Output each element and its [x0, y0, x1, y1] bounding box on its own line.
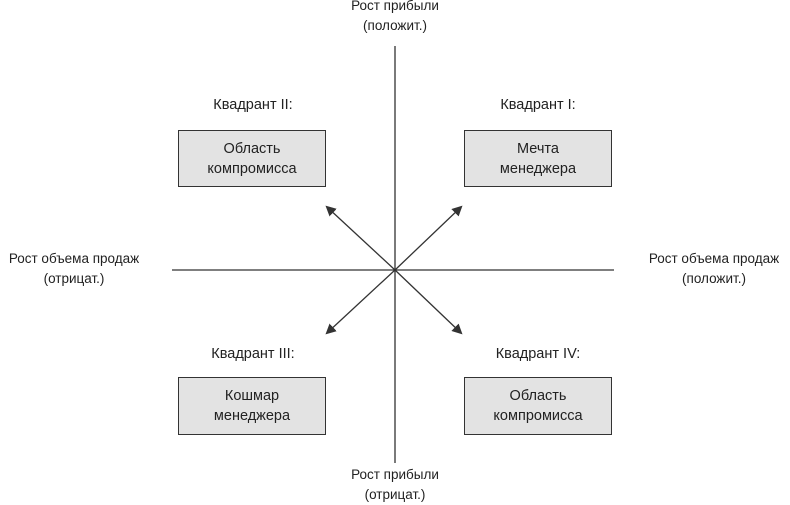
axis-label-left-line1: Рост объема продаж [8, 251, 140, 266]
quadrant-2-line2: компромисса [207, 160, 297, 177]
axis-label-left: Рост объема продаж (отрицат.) [0, 249, 148, 289]
quadrant-3-title: Квадрант III: [211, 346, 295, 362]
quadrant-4-title: Квадрант IV: [495, 346, 581, 362]
quadrant-3-line1: Кошмар [224, 388, 280, 404]
arrow-quadrant-2 [325, 205, 396, 271]
quadrant-1-line1: Мечта [517, 140, 559, 157]
axis-label-right: Рост объема продаж (положит.) [638, 249, 790, 289]
axis-label-right-line2: (положит.) [682, 271, 746, 286]
quadrant-1-line2: менеджера [499, 160, 577, 177]
axis-label-left-line2: (отрицат.) [43, 271, 105, 286]
quadrant-2-line1: Область [223, 140, 281, 157]
arrow-quadrant-4 [394, 269, 463, 335]
axis-label-top-line2: (положит.) [363, 18, 427, 33]
axis-label-right-line1: Рост объема продаж [648, 251, 780, 266]
axis-label-bottom: Рост прибыли (отрицат.) [305, 465, 485, 505]
quadrant-2-box: Область компромисса [178, 130, 326, 187]
quadrant-1-title: Квадрант I: [500, 97, 576, 113]
quadrant-3-line2: менеджера [213, 408, 291, 424]
quadrant-3-box: Кошмар менеджера [178, 377, 326, 435]
quadrant-4-line2: компромисса [493, 408, 583, 424]
arrow-quadrant-1 [394, 205, 463, 271]
quadrant-2-title: Квадрант II: [213, 97, 293, 113]
axis-label-top-line1: Рост прибыли [351, 0, 439, 13]
quadrant-1-box: Мечта менеджера [464, 130, 612, 187]
axis-label-top: Рост прибыли (положит.) [305, 0, 485, 36]
arrow-quadrant-3 [325, 269, 396, 335]
axis-label-bottom-line2: (отрицат.) [364, 487, 426, 502]
quadrant-4-box: Область компромисса [464, 377, 612, 435]
axis-label-bottom-line1: Рост прибыли [351, 467, 439, 482]
quadrant-4-line1: Область [509, 388, 567, 404]
